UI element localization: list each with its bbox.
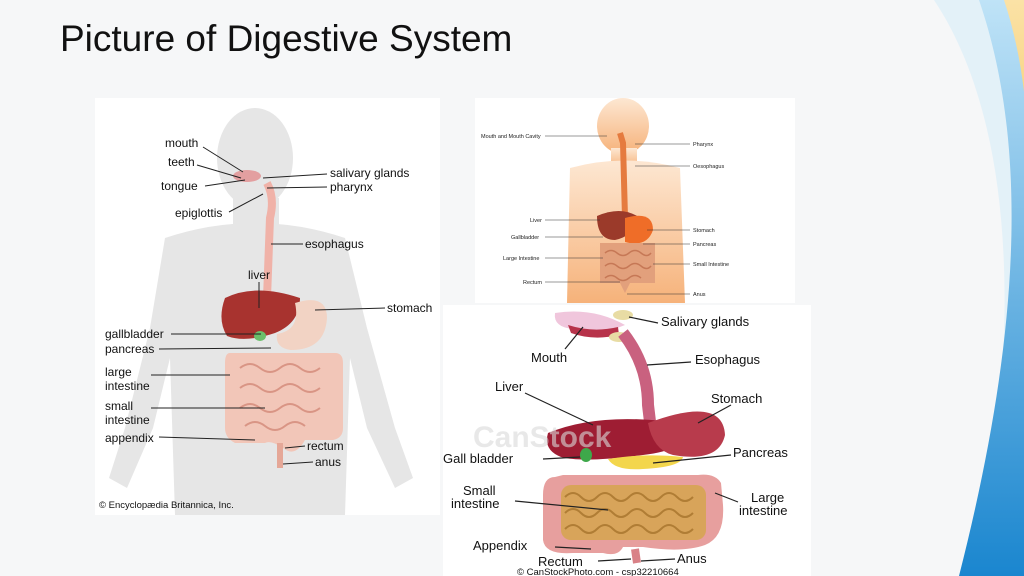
label-epiglottis: epiglottis bbox=[175, 206, 222, 220]
label-mouth-cavity: Mouth and Mouth Cavity bbox=[481, 134, 541, 140]
esophagus-shape bbox=[617, 132, 628, 219]
label-anus: Anus bbox=[677, 551, 707, 566]
label-small-intestine: intestine bbox=[105, 413, 150, 427]
label-stomach: Stomach bbox=[711, 391, 762, 406]
label-pharynx: pharynx bbox=[330, 180, 373, 194]
label-salivary-glands: salivary glands bbox=[330, 166, 409, 180]
label-stomach: stomach bbox=[387, 301, 432, 315]
label-mouth: Mouth bbox=[531, 350, 567, 365]
label-gallbladder: gallbladder bbox=[105, 327, 164, 341]
label-mouth: mouth bbox=[165, 136, 198, 150]
leader-lines bbox=[545, 135, 690, 295]
esophagus-shape bbox=[618, 329, 657, 431]
label-appendix: Appendix bbox=[473, 538, 528, 553]
label-large-intestine: intestine bbox=[105, 379, 150, 393]
label-oesophagus: Oesophagus bbox=[693, 164, 724, 170]
mouth-shape bbox=[233, 170, 261, 182]
pancreas-shape bbox=[608, 455, 683, 470]
stomach-shape bbox=[625, 215, 653, 244]
label-large: Large bbox=[751, 490, 784, 505]
label-large-intestine: Large Intestine bbox=[503, 256, 539, 262]
salivary-gland-shape bbox=[613, 310, 633, 320]
label-stomach: Stomach bbox=[693, 228, 715, 234]
credit-britannica: © Encyclopædia Britannica, Inc. bbox=[99, 500, 234, 511]
label-rectum: Rectum bbox=[538, 554, 583, 569]
intestine-shape bbox=[225, 353, 343, 468]
credit-canstock: © CanStockPhoto.com - csp32210664 bbox=[517, 567, 679, 576]
label-large-intestine: intestine bbox=[739, 503, 787, 518]
label-liver: Liver bbox=[495, 379, 524, 394]
label-esophagus: Esophagus bbox=[695, 352, 761, 367]
leader-lines bbox=[151, 146, 386, 465]
label-gall-bladder: Gall bladder bbox=[443, 451, 514, 466]
label-rectum: Rectum bbox=[523, 280, 542, 286]
small-diagram: Mouth and Mouth Cavity Pharynx Oesophagu… bbox=[481, 98, 729, 303]
figure-canstock-digestive: CanStock Salivary glands Mouth bbox=[443, 305, 811, 576]
slide-title: Picture of Digestive System bbox=[60, 18, 513, 59]
label-large: large bbox=[105, 365, 132, 379]
label-anus: anus bbox=[315, 455, 341, 469]
stomach-shape bbox=[648, 411, 725, 457]
intestine-shape bbox=[600, 243, 655, 293]
stomach-shape bbox=[276, 300, 327, 350]
decorative-swoosh bbox=[934, 0, 1024, 576]
figure-britannica-digestive: mouth teeth tongue epiglottis salivary g… bbox=[95, 98, 440, 515]
label-appendix: appendix bbox=[105, 431, 154, 445]
label-salivary-glands: Salivary glands bbox=[661, 314, 750, 329]
label-tongue: tongue bbox=[161, 179, 198, 193]
label-liver: liver bbox=[248, 268, 270, 282]
canstock-diagram: CanStock Salivary glands Mouth bbox=[443, 310, 788, 576]
small-intestine-shape bbox=[561, 485, 706, 540]
label-small: small bbox=[105, 399, 133, 413]
label-pharynx: Pharynx bbox=[693, 142, 713, 148]
tongue-shape bbox=[568, 325, 619, 338]
label-pancreas: pancreas bbox=[105, 342, 154, 356]
label-pancreas: Pancreas bbox=[733, 445, 788, 460]
gallbladder-shape bbox=[580, 448, 592, 462]
figure-small-digestive: Mouth and Mouth Cavity Pharynx Oesophagu… bbox=[475, 98, 795, 303]
label-esophagus: esophagus bbox=[305, 237, 364, 251]
esophagus-shape bbox=[263, 181, 276, 299]
leader-lines bbox=[514, 316, 739, 562]
label-anus: Anus bbox=[693, 292, 706, 298]
label-rectum: rectum bbox=[307, 439, 344, 453]
watermark-canstock: CanStock bbox=[473, 421, 612, 454]
liver-shape bbox=[221, 290, 300, 339]
label-teeth: teeth bbox=[168, 155, 195, 169]
label-gallbladder: Gallbladder bbox=[511, 235, 539, 241]
gallbladder-shape bbox=[254, 331, 266, 341]
britannica-diagram: mouth teeth tongue epiglottis salivary g… bbox=[99, 108, 432, 515]
label-small-intestine: Small Intestine bbox=[693, 262, 729, 268]
rectum-shape bbox=[631, 548, 641, 564]
label-pancreas: Pancreas bbox=[693, 242, 716, 248]
label-small-intestine: intestine bbox=[451, 496, 499, 511]
label-liver: Liver bbox=[530, 218, 542, 224]
label-small: Small bbox=[463, 483, 496, 498]
